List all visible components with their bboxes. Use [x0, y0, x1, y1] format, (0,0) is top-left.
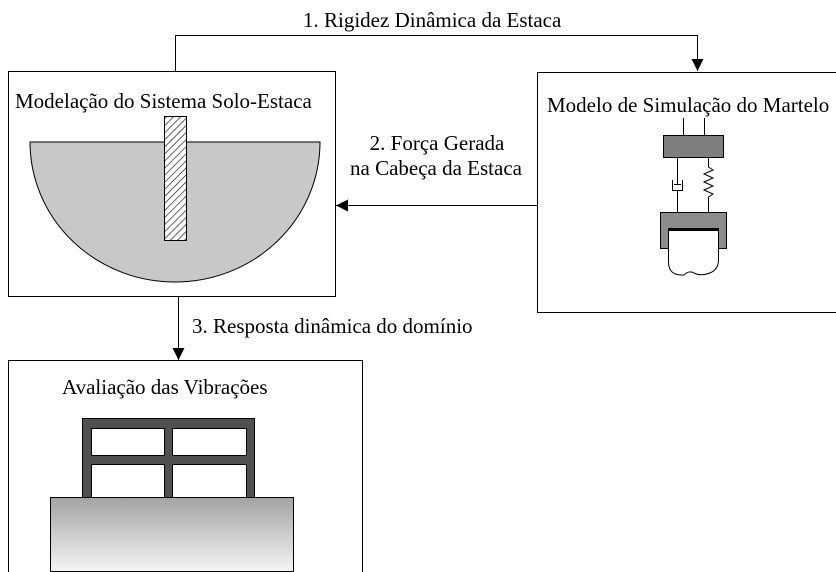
arrow-force-label-line2: na Cabeça da Estaca [350, 156, 523, 180]
arrow-stiffness: 1. Rigidez Dinâmica da Estaca [175, 8, 704, 71]
hammer-model-title: Modelo de Simulação do Martelo [547, 93, 829, 117]
arrow-response-label: 3. Resposta dinâmica do domínio [192, 314, 473, 338]
soil-pile-model-box: Modelação do Sistema Solo-Estaca [8, 71, 336, 297]
soil-pile-model-title: Modelação do Sistema Solo-Estaca [15, 89, 313, 113]
vibration-assessment-box: Avaliação das Vibrações [8, 360, 363, 572]
soil-pile-model-frame [8, 71, 336, 297]
hammer-ram [663, 135, 724, 158]
vibration-assessment-title: Avaliação das Vibrações [62, 375, 268, 399]
ground-block [50, 497, 294, 572]
arrow-response: 3. Resposta dinâmica do domínio [172, 296, 473, 360]
hammer-drawing [660, 118, 727, 276]
pile-head-helmet [668, 227, 720, 276]
arrow-force-label-line1: 2. Força Gerada [370, 131, 505, 155]
dashpot-icon [672, 157, 683, 212]
spring-icon [702, 157, 715, 212]
arrow-force: 2. Força Gerada na Cabeça da Estaca [336, 131, 537, 212]
hammer-model-box: Modelo de Simulação do Martelo [537, 72, 836, 313]
building-frame [82, 418, 255, 498]
vibration-assessment-frame [8, 360, 363, 572]
hammer-model-frame [537, 72, 836, 313]
arrow-stiffness-label: 1. Rigidez Dinâmica da Estaca [303, 8, 562, 32]
pile-hatched [164, 116, 187, 241]
arrow-stiffness-line [175, 35, 704, 71]
